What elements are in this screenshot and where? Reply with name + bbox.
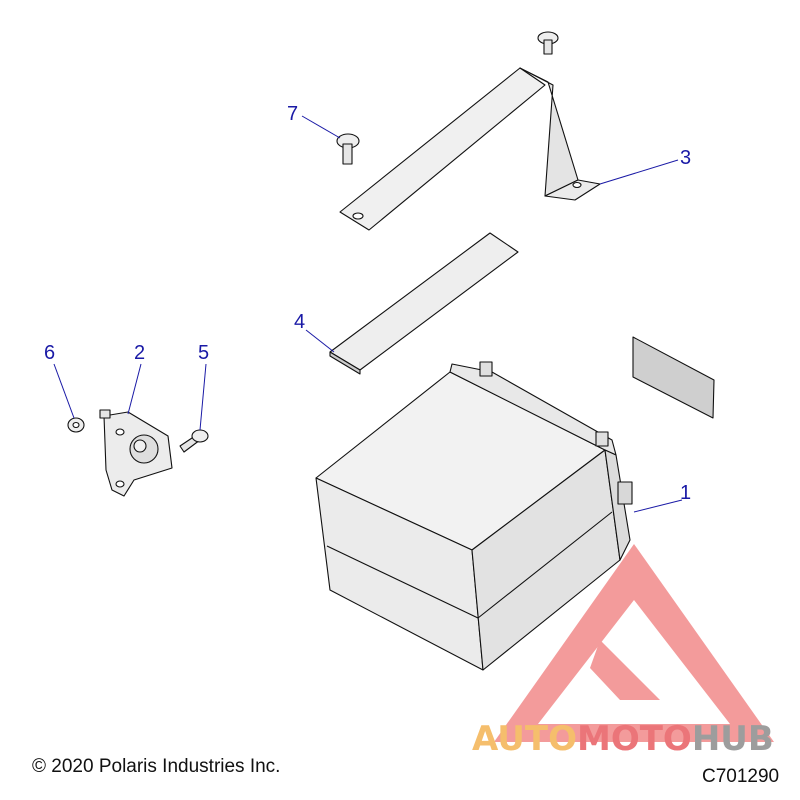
- nut: [67, 417, 85, 433]
- watermark-triangle-inner: [538, 600, 730, 724]
- callout-2: 2: [127, 342, 145, 415]
- hold-down-bracket: [339, 67, 601, 231]
- callout-label-5: 5: [198, 342, 209, 364]
- battery-label-sticker: [632, 336, 715, 419]
- callout-7: 7: [287, 103, 341, 139]
- callout-label-2: 2: [134, 342, 145, 364]
- bracket-screw-top: [537, 31, 559, 55]
- watermark-triangle-mark: [590, 640, 660, 700]
- callout-label-6: 6: [44, 342, 55, 364]
- copyright-notice: © 2020 Polaris Industries Inc.: [32, 756, 281, 777]
- drawing-code: C701290: [702, 766, 780, 787]
- watermark-logo: AUTOMOTOHUB: [472, 544, 774, 759]
- callout-5: 5: [198, 342, 209, 431]
- callout-label-3: 3: [680, 147, 691, 169]
- callout-label-1: 1: [680, 482, 691, 504]
- solenoid: [99, 409, 173, 497]
- pad-strip: [329, 232, 519, 375]
- watermark-auto: AUTO: [472, 719, 577, 759]
- watermark-moto: MOTO: [577, 719, 692, 759]
- callout-3: 3: [599, 147, 691, 185]
- bracket-screw: [336, 133, 360, 165]
- watermark-hub: HUB: [692, 719, 774, 759]
- battery: [315, 361, 633, 671]
- callout-label-4: 4: [294, 311, 305, 333]
- callout-label-7: 7: [287, 103, 298, 125]
- svg-text:AUTOMOTOHUB: AUTOMOTOHUB: [472, 719, 774, 759]
- callout-1: 1: [633, 482, 691, 513]
- callout-4: 4: [294, 311, 335, 353]
- callout-6: 6: [44, 342, 75, 419]
- screw: [179, 429, 209, 453]
